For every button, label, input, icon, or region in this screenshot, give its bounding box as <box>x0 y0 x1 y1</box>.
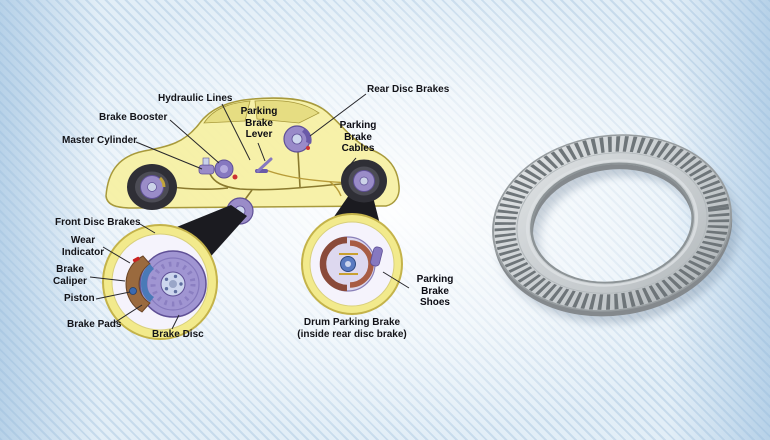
rear-disc-brake-art <box>283 125 312 153</box>
label-parking-brake-cables: Parking Brake Cables <box>339 120 377 154</box>
label-master-cylinder: Master Cylinder <box>62 135 138 146</box>
car-body <box>105 97 400 209</box>
label-parking-brake-shoes: Parking Brake Shoes <box>416 274 454 308</box>
label-brake-booster: Brake Booster <box>99 112 168 123</box>
ring-teeth <box>494 136 730 310</box>
label-brake-caliper: Brake Caliper <box>53 264 87 287</box>
label-front-disc-brakes: Front Disc Brakes <box>55 217 141 228</box>
adjuster-art <box>370 246 383 267</box>
brake-pad-art <box>141 264 154 302</box>
parking-brake-lever-art <box>255 157 273 173</box>
rear-wheel <box>341 159 387 203</box>
brake-booster-art <box>198 157 238 180</box>
label-rear-disc-brakes: Rear Disc Brakes <box>367 84 450 95</box>
caption-drum-parking-brake: Drum Parking Brake (inside rear disc bra… <box>297 317 407 340</box>
brake-caliper-art <box>125 255 151 313</box>
label-hydraulic-lines: Hydraulic Lines <box>158 93 233 104</box>
brake-shoe-left-art <box>319 236 348 292</box>
piston-art <box>129 287 137 295</box>
windshield <box>203 100 251 124</box>
drum-parking-brake-inset <box>301 213 403 315</box>
label-piston: Piston <box>64 293 95 304</box>
label-parking-brake-lever: Parking Brake Lever <box>240 106 278 140</box>
label-brake-disc: Brake Disc <box>152 329 204 340</box>
wear-indicator-art <box>132 256 140 263</box>
abs-reluctor-ring-photo <box>492 134 739 324</box>
car-illustration <box>105 97 400 225</box>
side-windows <box>254 100 320 124</box>
leader-lines <box>89 93 410 330</box>
front-disc-brake-inset <box>102 224 218 340</box>
label-wear-indicator: Wear Indicator <box>61 235 105 258</box>
label-brake-pads: Brake Pads <box>67 319 122 330</box>
front-wheel <box>127 164 177 210</box>
